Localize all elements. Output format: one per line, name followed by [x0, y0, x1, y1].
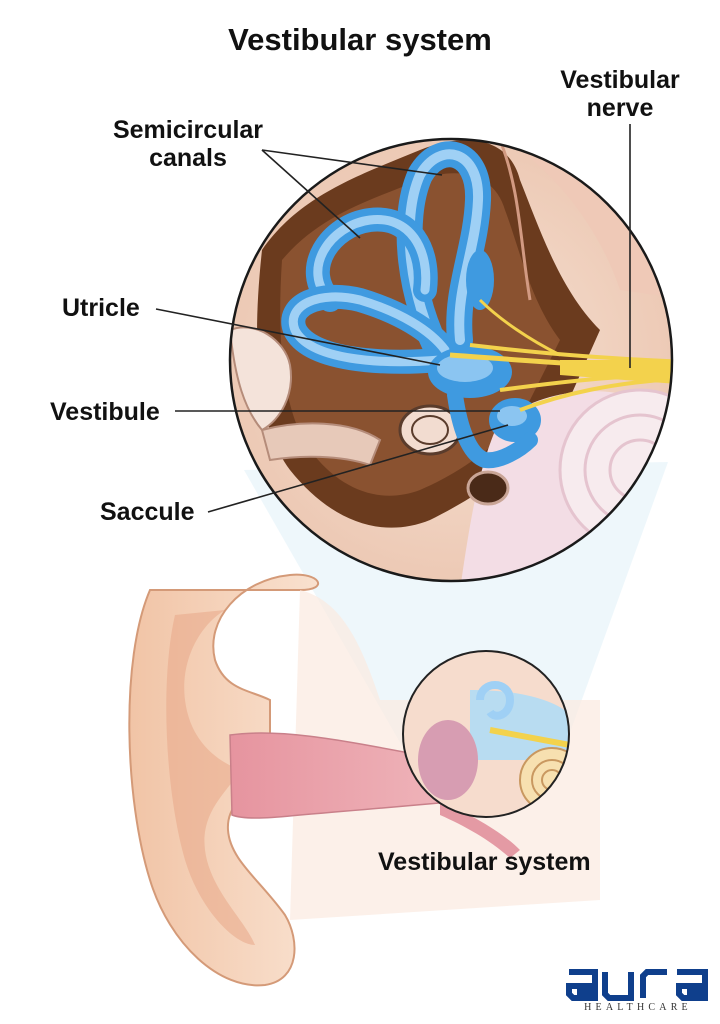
magnified-circle — [228, 137, 674, 583]
label-vestibule: Vestibule — [50, 398, 160, 426]
aura-healthcare-logo: HEALTHCARE — [567, 968, 709, 1018]
logo-subtitle: HEALTHCARE — [584, 1002, 692, 1013]
page-title: Vestibular system — [228, 22, 492, 57]
semicircular-canals-shape — [281, 141, 494, 374]
label-utricle: Utricle — [62, 294, 140, 322]
label-vestibular-nerve: Vestibular nerve — [560, 66, 680, 122]
inset-caption: Vestibular system — [378, 848, 591, 876]
label-semicircular-canals: Semicircular canals — [112, 116, 264, 172]
leader-lines — [155, 124, 631, 513]
aura-logo-mark — [566, 969, 708, 1001]
vestibular-nerve-shape — [449, 298, 672, 412]
inset-circle — [402, 650, 570, 818]
label-saccule: Saccule — [100, 498, 195, 526]
